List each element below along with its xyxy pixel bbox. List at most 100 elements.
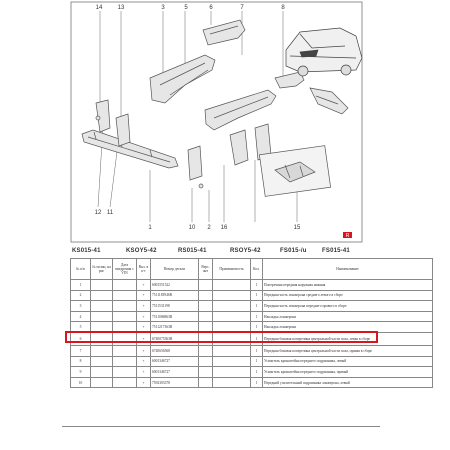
cell-qty: 1 xyxy=(250,279,263,291)
cell-version xyxy=(198,300,213,312)
cell-position xyxy=(90,279,113,291)
callout-5: 5 xyxy=(184,5,188,11)
code-rsoy5-42: RSOY5-42 xyxy=(230,248,261,254)
col-header-position: № позиц. на рис xyxy=(90,258,113,280)
cell-name: Накладка лонжерона xyxy=(262,310,433,323)
cell-qty: 1 xyxy=(250,344,263,357)
cell-included: + xyxy=(136,366,151,378)
table-row: 3 + 7511531198 1 Передняя часть лонжерон… xyxy=(70,300,433,312)
bracket-10 xyxy=(187,145,203,181)
cell-qty: 1 xyxy=(250,300,263,312)
callout-1: 1 xyxy=(148,225,152,231)
cell-version xyxy=(198,310,213,323)
bracket-2 xyxy=(229,129,249,166)
table-row: 10 + 7592303378 1 Передний усилительный … xyxy=(70,376,433,389)
cell-included: + xyxy=(136,344,151,357)
cell-applicability xyxy=(212,344,251,357)
cell-included: + xyxy=(136,279,151,291)
bottom-rule xyxy=(62,426,380,427)
col-header-date: Дата внедрения с VIN xyxy=(112,258,137,280)
corner-marker: R xyxy=(346,233,350,239)
code-fs015-41: FS015-41 xyxy=(322,248,350,254)
vehicle-thumbnail xyxy=(285,27,363,77)
callout-12: 12 xyxy=(95,210,102,216)
cell-date xyxy=(112,300,137,312)
cell-position xyxy=(90,289,113,302)
cell-position xyxy=(90,310,113,323)
cell-part-number: 6001346727 xyxy=(150,366,199,378)
cell-date xyxy=(112,310,137,323)
cell-version xyxy=(198,376,213,389)
cell-name: Передняя часть лонжерона среднего левого… xyxy=(262,289,433,302)
right-longitudinal xyxy=(204,89,277,131)
cell-included: + xyxy=(136,376,151,389)
code-ks015-41: KS015-41 xyxy=(72,248,101,254)
strut-12 xyxy=(95,99,111,133)
cell-name: Поперечина передняя наружная нижняя xyxy=(262,279,433,291)
row-highlight-frame xyxy=(65,331,378,343)
cell-included: + xyxy=(136,289,151,302)
cell-name: Передняя часть лонжерона переднего право… xyxy=(262,300,433,312)
table-row: 8 + 6001346727 1 Усилитель кронштейна пе… xyxy=(70,355,433,368)
callout-11: 11 xyxy=(107,210,114,216)
cell-version xyxy=(198,366,213,378)
leader-lines xyxy=(97,11,298,222)
corner-marker-box xyxy=(343,232,352,238)
table-row: 4 + 7511006863R 1 Накладка лонжерона xyxy=(70,310,433,323)
cell-position xyxy=(90,376,113,389)
cell-position xyxy=(90,344,113,357)
cell-part-number: 6740656568 xyxy=(150,344,199,357)
cell-version xyxy=(198,344,213,357)
cell-applicability xyxy=(212,355,251,368)
crossmember-left xyxy=(202,19,246,46)
callout-10: 10 xyxy=(189,225,196,231)
cell-applicability xyxy=(212,279,251,291)
cell-part-number: 7511006863R xyxy=(150,310,199,323)
table-row: 2 + 7511183946R 1 Передняя часть лонжеро… xyxy=(70,289,433,302)
cell-date xyxy=(112,355,137,368)
diagram-frame xyxy=(70,1,363,243)
bumper-beam xyxy=(81,129,179,169)
cell-version xyxy=(198,355,213,368)
cell-applicability xyxy=(212,366,251,378)
cell-name: Усилитель кронштейна переднего подрамник… xyxy=(262,355,433,368)
callout-7: 7 xyxy=(240,5,244,11)
part-sketches xyxy=(81,19,349,197)
bracket-8 xyxy=(274,71,305,89)
cell-position xyxy=(90,300,113,312)
cell-index: 3 xyxy=(70,300,91,312)
cell-qty: 1 xyxy=(250,289,263,302)
cell-date xyxy=(112,366,137,378)
cell-part-number: 7511183946R xyxy=(150,289,199,302)
cell-qty: 1 xyxy=(250,376,263,389)
strut-13 xyxy=(115,113,131,147)
callout-15: 15 xyxy=(294,225,301,231)
cell-applicability xyxy=(212,300,251,312)
cell-applicability xyxy=(212,376,251,389)
col-header-included: Вкл. в к-т xyxy=(136,258,151,280)
table-row: 1 + 6001551522 1 Поперечина передняя нар… xyxy=(70,279,433,291)
cell-date xyxy=(112,289,137,302)
cell-part-number: 6001551522 xyxy=(150,279,199,291)
cell-version xyxy=(198,279,213,291)
cell-date xyxy=(112,344,137,357)
cell-index: 8 xyxy=(70,355,91,368)
table-row: 9 + 6001346727 1 Усилитель кронштейна пе… xyxy=(70,366,433,378)
parts-table: № п/п № позиц. на рис Дата внедрения с V… xyxy=(70,258,433,389)
cell-position xyxy=(90,366,113,378)
cell-date xyxy=(112,376,137,389)
cell-included: + xyxy=(136,300,151,312)
cell-position xyxy=(90,355,113,368)
callout-16: 16 xyxy=(221,225,228,231)
cell-index: 9 xyxy=(70,366,91,378)
cell-part-number: 6001346727 xyxy=(150,355,199,368)
bolt-2 xyxy=(198,183,204,189)
callout-3: 3 xyxy=(161,5,165,11)
left-longitudinal xyxy=(149,54,216,104)
cell-included: + xyxy=(136,310,151,323)
code-rs015-41: RS015-41 xyxy=(178,248,207,254)
cell-qty: 1 xyxy=(250,310,263,323)
cell-name: Усилитель кронштейна переднего подрамник… xyxy=(262,366,433,378)
cell-index: 1 xyxy=(70,279,91,291)
